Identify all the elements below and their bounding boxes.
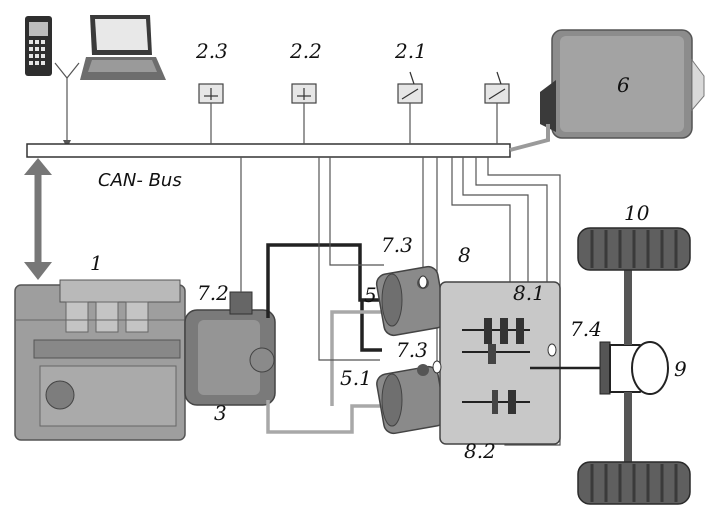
wheel-bottom xyxy=(577,461,691,505)
label-8-2: 8.2 xyxy=(464,439,496,463)
label-8: 8 xyxy=(458,243,471,267)
hydraulic-pump xyxy=(184,291,276,406)
label-2-2: 2.2 xyxy=(289,39,322,63)
axle xyxy=(599,270,669,470)
handheld-terminal-icon xyxy=(25,16,52,76)
label-10: 10 xyxy=(624,201,650,225)
can-bus-bar xyxy=(26,143,511,158)
hydraulic-motor-upper xyxy=(375,265,447,337)
can-bus-label: CAN- Bus xyxy=(98,170,182,191)
sensor-7-3-upper-icon xyxy=(418,275,428,289)
label-2-1: 2.1 xyxy=(394,39,427,63)
hydraulic-line-light-upper xyxy=(330,310,382,406)
label-9: 9 xyxy=(674,357,687,381)
label-2-3: 2.3 xyxy=(195,39,228,63)
signal-line-b xyxy=(329,157,384,266)
signal-line-82 xyxy=(462,157,529,322)
label-8-1: 8.1 xyxy=(513,281,545,305)
label-7-2: 7.2 xyxy=(197,281,229,305)
gearbox xyxy=(439,281,600,445)
label-7-3-upper: 7.3 xyxy=(381,233,413,257)
controller-unit xyxy=(509,29,705,152)
sensor-7-3-lower-icon xyxy=(432,360,442,374)
label-6: 6 xyxy=(617,73,630,97)
sensor-7-4-icon xyxy=(547,343,557,357)
engine xyxy=(14,279,186,441)
hydraulic-line-light xyxy=(266,400,382,434)
bus-engine-arrow-icon xyxy=(24,158,52,280)
signal-line-81 xyxy=(451,157,511,322)
laptop-icon xyxy=(80,15,166,80)
hydraulic-line-dark xyxy=(266,243,382,318)
signal-line-74 xyxy=(475,157,548,345)
label-7-4: 7.4 xyxy=(570,317,602,341)
hydraulic-line-dark-lower xyxy=(360,300,382,352)
label-3: 3 xyxy=(214,401,227,425)
label-5: 5 xyxy=(364,283,377,307)
diagnostic-connector xyxy=(54,62,80,148)
label-5-1: 5.1 xyxy=(340,366,372,390)
signal-line-a xyxy=(318,157,380,361)
hydraulic-motor-lower xyxy=(376,364,446,435)
label-1: 1 xyxy=(90,251,103,275)
sensor-2-1 xyxy=(397,71,423,144)
wheel-top xyxy=(577,227,691,271)
sensor-2-2 xyxy=(291,83,317,144)
sensor-2-3 xyxy=(198,83,224,144)
label-7-3-lower: 7.3 xyxy=(396,338,428,362)
sensor-unlabeled xyxy=(484,71,510,144)
